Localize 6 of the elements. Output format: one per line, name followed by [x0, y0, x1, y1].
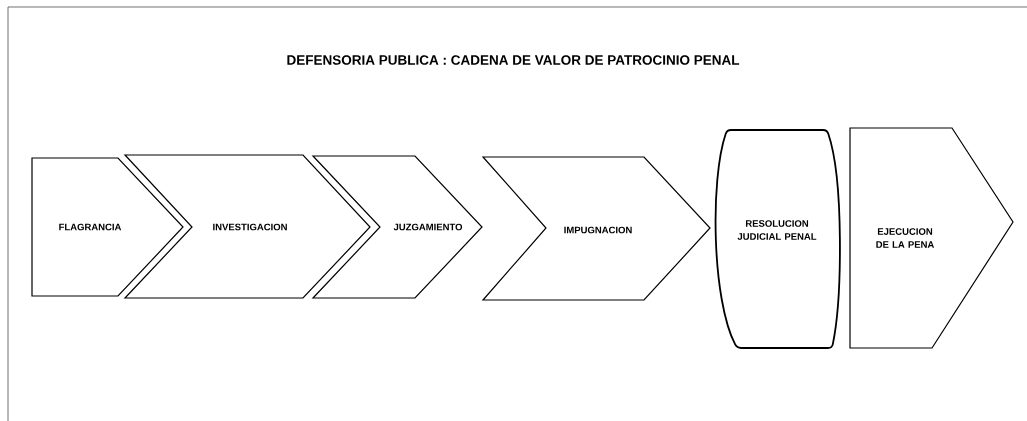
chevron-step: INVESTIGACION — [123, 154, 371, 299]
chevron-step: JUZGAMIENTO — [311, 155, 483, 299]
title: DEFENSORIA PUBLICA : CADENA DE VALOR DE PATROCINIO PENAL — [287, 55, 740, 65]
pentagon-step: FLAGRANCIA — [31, 157, 184, 297]
chevron-step: IMPUGNACION — [481, 156, 711, 301]
pentagon-step: EJECUCION DE LA PENA — [849, 127, 1014, 349]
